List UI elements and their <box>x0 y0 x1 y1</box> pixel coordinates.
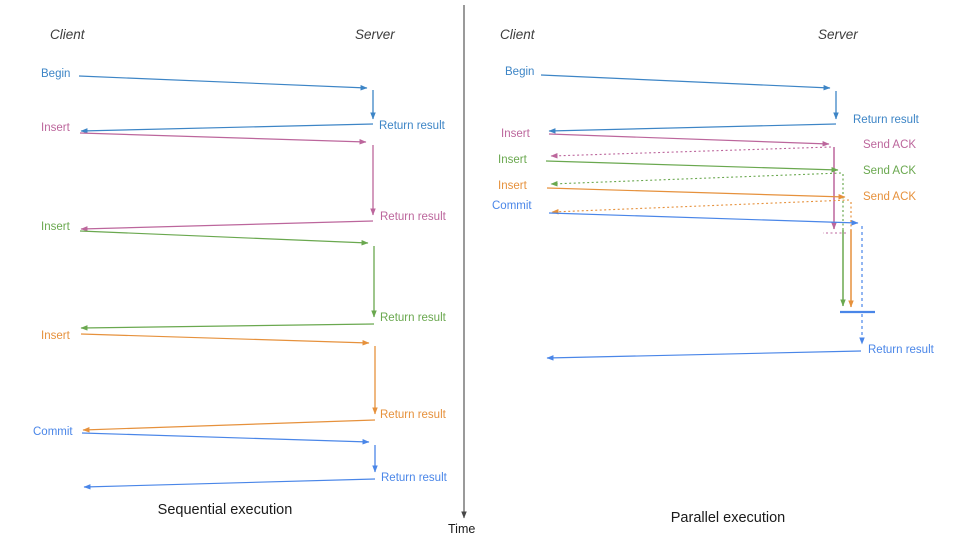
par-begin-return-label: Return result <box>853 114 919 126</box>
par-begin-label: Begin <box>505 66 535 78</box>
par-insert1-request-arrow <box>548 133 830 147</box>
par-insert2-request-arrow <box>545 160 839 173</box>
time-axis-label: Time <box>448 522 476 536</box>
seq-insert3-return-label: Return result <box>380 409 446 421</box>
par-insert1-ack-dotted-arrow <box>550 146 832 159</box>
seq-insert1-request-arrow <box>79 132 367 145</box>
par-insert3-label: Insert <box>498 180 527 192</box>
par-insert3-ack-label: Send ACK <box>863 191 917 203</box>
seq-commit-label: Commit <box>33 426 73 438</box>
seq-insert2-label: Insert <box>41 221 70 233</box>
seq-commit-request-arrow <box>81 432 370 445</box>
par-insert3-ack-dotted-arrow <box>551 199 850 215</box>
par-final-return-arrow <box>546 350 862 361</box>
par-insert2-ack-label: Send ACK <box>863 165 917 177</box>
seq-insert2-return-arrow <box>80 323 375 331</box>
par-final-return-label: Return result <box>868 344 934 356</box>
seq-insert1-return-label: Return result <box>380 211 446 223</box>
par-insert1-ack-label: Send ACK <box>863 139 917 151</box>
seq-insert3-request-arrow <box>80 333 370 346</box>
seq-insert2-request-arrow <box>79 230 369 246</box>
seq-insert1-return-arrow <box>80 220 374 232</box>
seq-commit-return-label: Return result <box>381 472 447 484</box>
par-insert3-request-arrow <box>546 187 846 200</box>
par-insert1-label: Insert <box>501 128 530 140</box>
seq-begin-request-arrow <box>78 75 368 91</box>
right-server-header: Server <box>818 27 858 42</box>
left-server-header: Server <box>355 27 395 42</box>
seq-insert2-return-label: Return result <box>380 312 446 324</box>
seq-commit-return-arrow <box>83 478 376 490</box>
seq-insert3-return-arrow <box>82 419 376 433</box>
par-begin-request-arrow <box>540 74 831 91</box>
seq-begin-label: Begin <box>41 68 71 80</box>
seq-insert3-label: Insert <box>41 330 70 342</box>
right-client-header: Client <box>500 27 535 42</box>
par-insert2-ack-dotted-arrow <box>550 172 842 187</box>
parallel-execution-title: Parallel execution <box>670 510 786 526</box>
seq-insert1-label: Insert <box>41 122 70 134</box>
left-client-header: Client <box>50 27 85 42</box>
par-commit-request-arrow <box>548 212 859 226</box>
par-begin-return-arrow <box>548 123 837 134</box>
sequential-execution-title: Sequential execution <box>157 502 293 518</box>
par-commit-label: Commit <box>492 200 532 212</box>
par-insert2-label: Insert <box>498 154 527 166</box>
seq-begin-return-arrow <box>80 123 374 134</box>
seq-begin-return-label: Return result <box>379 120 445 132</box>
